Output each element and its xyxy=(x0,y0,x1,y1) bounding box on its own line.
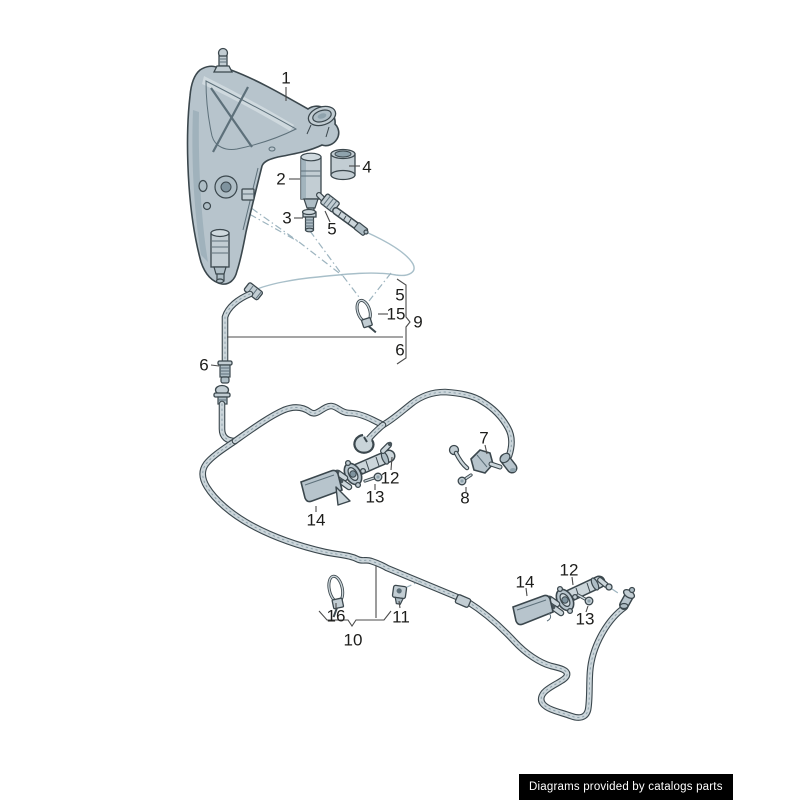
callout-2: 2 xyxy=(276,170,285,189)
cover-cap-right xyxy=(512,594,554,626)
adapter-sleeve xyxy=(330,148,356,181)
callout-14-left: 14 xyxy=(307,511,326,530)
watermark-text: Diagrams provided by catalogs parts xyxy=(529,781,723,793)
callout-14-right: 14 xyxy=(516,573,535,592)
main-hose-assembly xyxy=(203,392,625,718)
callout-5-group: 5 xyxy=(395,286,404,305)
hose-coupler xyxy=(213,384,231,405)
callout-6-group: 6 xyxy=(395,341,404,360)
callout-12-left: 12 xyxy=(381,469,400,488)
callout-9: 9 xyxy=(413,313,422,332)
hose-elbow-fitting-right xyxy=(619,586,636,610)
washer-fluid-reservoir xyxy=(186,47,340,285)
callout-3: 3 xyxy=(282,209,291,228)
elbow-hose-6 xyxy=(217,282,264,384)
callout-4: 4 xyxy=(362,158,371,177)
callout-11: 11 xyxy=(392,608,410,627)
mounting-tab xyxy=(241,188,255,201)
reservoir-cap xyxy=(306,105,337,138)
screw-13-left xyxy=(363,472,383,483)
callouts: 1 2 3 4 5 5 15 9 6 6 7 8 12 13 14 16 11 … xyxy=(199,69,594,650)
filler-nipple xyxy=(212,47,234,73)
callout-13-left: 13 xyxy=(366,488,385,507)
screw-13-right xyxy=(576,593,594,606)
callout-8: 8 xyxy=(460,489,469,508)
cover-cap-left xyxy=(300,469,351,506)
hose-coupling-sleeve xyxy=(454,594,472,608)
hose-guide-clip xyxy=(353,433,375,454)
leader-lines xyxy=(210,87,589,627)
watermark-badge: Diagrams provided by catalogs parts xyxy=(519,774,733,800)
callout-1: 1 xyxy=(281,69,290,88)
connecting-bracket-7 xyxy=(448,444,518,474)
callout-10: 10 xyxy=(344,631,363,650)
screw-8 xyxy=(457,473,473,486)
callout-16: 16 xyxy=(327,607,346,626)
connecting-piece-5 xyxy=(320,193,369,236)
cable-tie-15 xyxy=(355,298,377,334)
callout-13-right: 13 xyxy=(576,610,595,629)
spray-jet-right xyxy=(546,575,619,617)
callout-12-right: 12 xyxy=(560,561,579,580)
callout-6: 6 xyxy=(199,356,208,375)
retaining-clip-11 xyxy=(391,580,421,605)
washer-pump xyxy=(300,152,330,218)
group-bracket-10 xyxy=(318,610,392,627)
spray-jet-left xyxy=(334,441,396,491)
group-bracket-9 xyxy=(396,278,411,365)
cable-tie-16 xyxy=(327,574,345,618)
callout-7: 7 xyxy=(479,429,488,448)
callout-15: 15 xyxy=(387,305,406,324)
callout-5: 5 xyxy=(327,220,336,239)
pump-grommet xyxy=(301,208,317,233)
